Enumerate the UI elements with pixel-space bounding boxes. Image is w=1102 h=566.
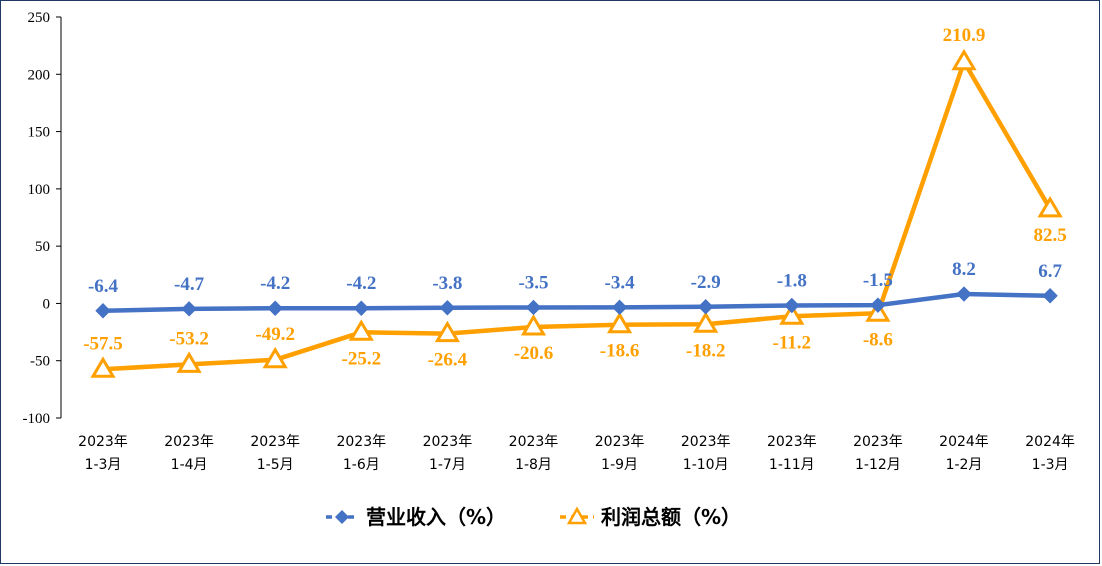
profit-marker [520,314,547,336]
revenue-data-label: -3.5 [518,272,548,293]
y-tick-label: -50 [30,354,50,370]
x-tick-label-period: 1-8月 [515,457,552,473]
profit-data-label: -18.6 [600,341,640,362]
profit-data-label: -8.6 [863,329,893,350]
revenue-marker [784,297,800,314]
revenue-marker [95,303,111,319]
profit-data-label: -11.2 [773,332,812,353]
profit-data-label: -25.2 [342,348,382,369]
x-tick-label-year: 2023年 [767,434,817,450]
profit-data-label: -53.2 [169,328,209,349]
x-tick-label-period: 1-3月 [85,457,122,473]
profit-marker [693,311,719,333]
revenue-marker [956,286,972,302]
y-tick-label: 0 [43,296,51,312]
profit-data-label: 82.5 [1033,225,1066,246]
x-tick-label-year: 2024年 [1025,434,1075,450]
x-tick-label-period: 1-9月 [601,457,638,473]
x-tick-label-year: 2023年 [336,434,386,450]
y-tick-label: 250 [28,10,51,26]
y-tick-label: 50 [35,239,50,255]
revenue-data-label: -3.8 [432,273,462,294]
legend-revenue-label: 营业收入（%） [366,505,506,529]
profit-marker [1037,195,1063,218]
revenue-data-label: -3.4 [605,272,636,293]
x-tick-label-period: 1-2月 [946,457,983,473]
series-line-profit [102,59,1053,372]
legend-profit-marker [566,506,588,525]
x-tick-label-year: 2023年 [423,434,473,450]
legend-profit-label: 利润总额（%） [601,505,741,529]
revenue-data-label: -4.2 [346,273,376,294]
revenue-data-label: -1.8 [777,270,807,291]
profit-data-label: -49.2 [255,324,295,345]
x-tick-label-period: 1-4月 [171,457,208,473]
x-tick-label-year: 2023年 [853,434,903,450]
revenue-marker [181,301,197,317]
series-line-revenue [102,291,1051,314]
revenue-marker [611,299,628,316]
x-tick-label-year: 2023年 [250,434,300,450]
y-tick-label: 100 [28,182,51,198]
revenue-marker [439,300,456,316]
y-tick-label: -100 [23,411,51,427]
x-tick-label-period: 1-5月 [257,457,294,473]
x-tick-label-year: 2024年 [939,434,989,450]
profit-marker [606,311,633,334]
revenue-marker [697,299,714,315]
profit-marker [434,320,461,343]
x-tick-label-period: 1-3月 [1032,457,1069,473]
profit-marker [779,303,805,325]
x-tick-label-year: 2023年 [509,434,559,450]
revenue-marker [1042,288,1058,304]
x-tick-label-year: 2023年 [681,434,731,450]
revenue-data-label: 6.7 [1038,261,1062,282]
x-tick-label-year: 2023年 [78,434,128,450]
profit-marker [348,319,374,341]
profit-data-label: -18.2 [686,340,726,361]
revenue-marker [353,300,370,316]
y-tick-label: 150 [28,125,51,141]
x-tick-label-period: 1-11月 [769,457,815,473]
x-tick-label-period: 1-7月 [429,457,466,473]
revenue-data-label: -1.5 [863,270,893,291]
legend-revenue-marker [335,510,349,524]
x-tick-label-year: 2023年 [164,434,214,450]
profit-data-label: -57.5 [83,333,123,354]
x-tick-label-year: 2023年 [595,434,645,450]
revenue-data-label: -6.4 [88,276,119,297]
x-tick-label-period: 1-10月 [683,457,729,473]
revenue-data-label: -4.7 [174,274,205,295]
profit-marker [176,351,202,373]
x-tick-label-period: 1-6月 [343,457,380,473]
profit-marker [90,356,116,378]
profit-marker [262,346,288,369]
revenue-marker [267,300,283,316]
profit-marker [951,48,977,71]
x-tick-label-period: 1-12月 [855,457,901,473]
revenue-marker [525,299,542,316]
profit-data-label: 210.9 [943,25,986,46]
profit-data-label: -20.6 [514,343,554,364]
revenue-data-label: -4.2 [260,273,290,294]
revenue-data-label: 8.2 [952,259,976,280]
revenue-data-label: -2.9 [691,272,721,293]
y-tick-label: 200 [28,67,51,83]
revenue-marker [870,297,886,313]
profit-data-label: -26.4 [428,350,468,371]
